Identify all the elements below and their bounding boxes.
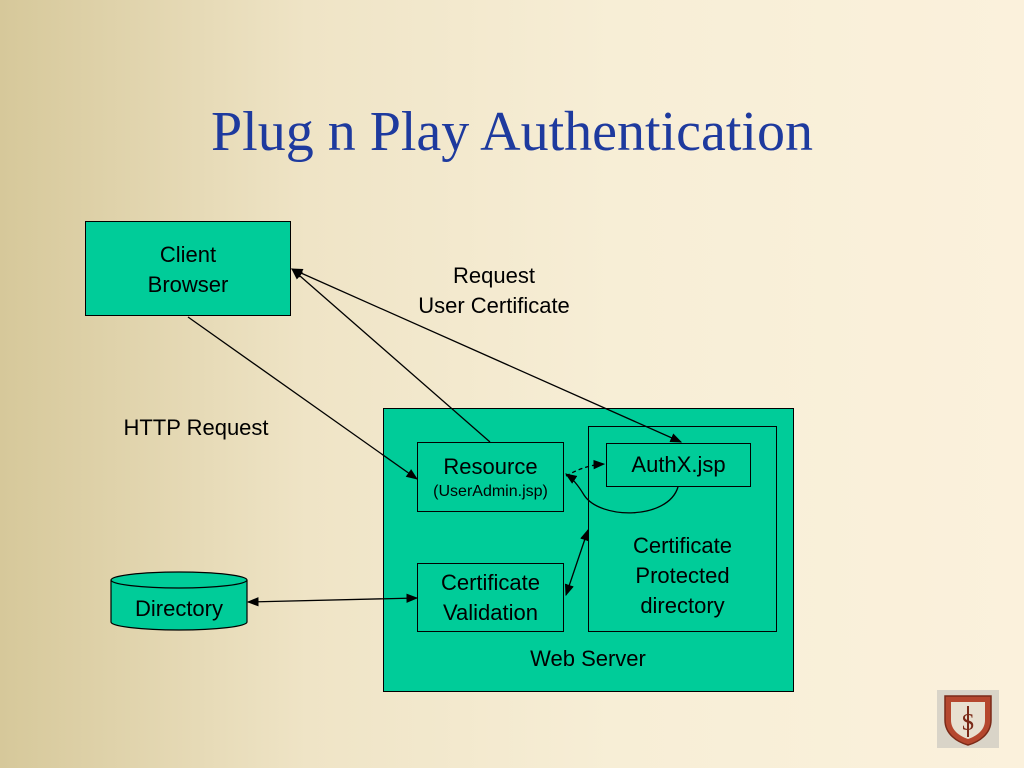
client-browser-line1: Client xyxy=(159,242,217,267)
validation-to-protected-arrow xyxy=(564,528,590,597)
cert-validation-box: Certificate Validation xyxy=(417,563,564,632)
client-browser-box: Client Browser xyxy=(85,221,291,316)
resource-to-client-arrow xyxy=(291,268,491,443)
resource-label: Resource xyxy=(443,454,538,479)
http-request-arrow xyxy=(187,316,418,480)
http-request-label: HTTP Request xyxy=(123,415,269,440)
directory-label: Directory xyxy=(134,596,223,621)
directory-cylinder xyxy=(110,571,248,631)
cert-validation-line1: Certificate xyxy=(440,570,541,595)
request-certificate-arrow xyxy=(290,268,683,443)
university-seal-logo: S xyxy=(937,690,999,748)
protected-directory-label: Certificate Protected directory xyxy=(590,531,775,621)
authx-label: AuthX.jsp xyxy=(631,452,726,477)
directory-to-validation-arrow xyxy=(246,593,419,607)
cert-validation-line2: Validation xyxy=(443,600,538,625)
resource-box: Resource (UserAdmin.jsp) xyxy=(417,442,564,512)
authx-box: AuthX.jsp xyxy=(606,443,751,487)
protected-directory-line3: directory xyxy=(640,593,725,618)
protected-directory-line1: Certificate xyxy=(632,533,733,558)
client-browser-line2: Browser xyxy=(147,272,229,297)
resource-to-authx-dashed-arrow xyxy=(565,459,606,477)
slide-title: Plug n Play Authentication xyxy=(211,101,813,163)
web-server-label: Web Server xyxy=(530,646,646,671)
protected-directory-line2: Protected xyxy=(635,563,730,588)
resource-file-label: (UserAdmin.jsp) xyxy=(433,483,548,500)
authx-to-resource-curve-arrow xyxy=(565,473,679,514)
